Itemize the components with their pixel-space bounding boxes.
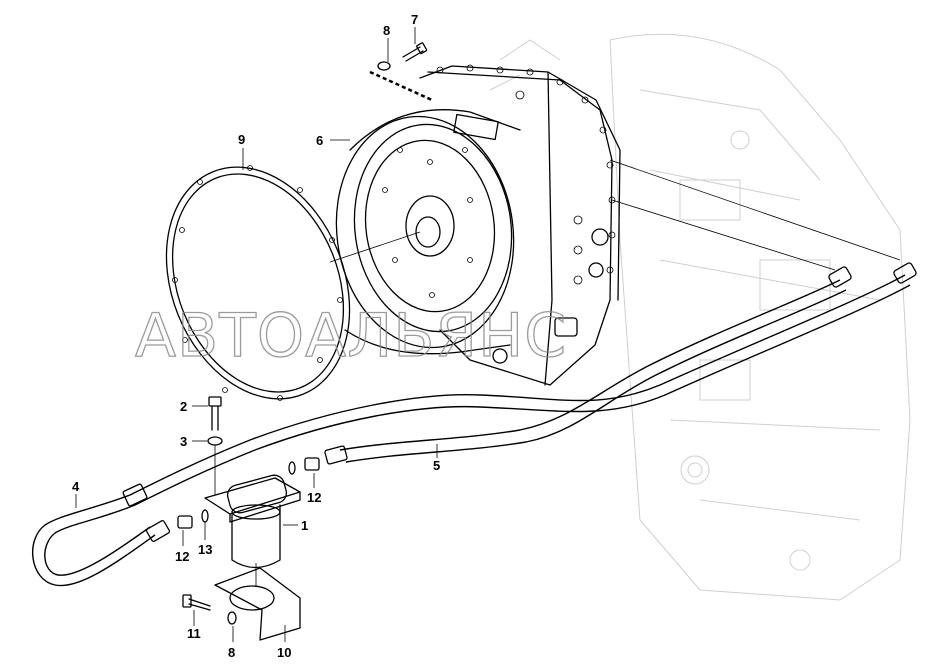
callout-3: 3 <box>180 434 187 449</box>
reference-line <box>611 199 836 271</box>
fitting-left <box>177 509 209 529</box>
fitting-block <box>554 317 578 337</box>
callout-13: 13 <box>198 542 212 557</box>
housing-bolts <box>436 64 616 285</box>
washer-top <box>377 61 391 71</box>
callout-11: 11 <box>187 626 201 641</box>
leader-lines <box>75 27 438 642</box>
hub-center <box>415 216 441 248</box>
callout-10: 10 <box>277 645 291 660</box>
reference-line <box>609 159 901 261</box>
callout-12-left: 12 <box>175 549 189 564</box>
hose-5 <box>324 266 852 465</box>
callout-4: 4 <box>72 479 80 494</box>
bolt-11 <box>182 594 211 611</box>
gasket-center-line <box>329 231 421 263</box>
flywheel-bolts <box>382 147 473 298</box>
callout-1: 1 <box>301 518 308 533</box>
callout-5: 5 <box>433 458 440 473</box>
callout-2: 2 <box>180 399 187 414</box>
hose-4 <box>31 262 917 587</box>
bolt-2 <box>208 396 222 431</box>
flywheel <box>364 139 496 313</box>
gasket <box>165 165 351 401</box>
mounting-bracket <box>214 563 301 641</box>
callout-8: 8 <box>383 23 390 38</box>
callout-6: 6 <box>316 133 323 148</box>
transmission-housing <box>335 64 621 386</box>
fitting-right <box>288 457 320 475</box>
port-plug <box>591 228 609 246</box>
washer-bottom <box>227 611 237 625</box>
callout-9: 9 <box>238 132 245 147</box>
oil-filter-assembly <box>204 474 301 569</box>
washer-3 <box>207 436 223 446</box>
callout-8-bottom: 8 <box>228 645 235 660</box>
watermark-text: АВТОАЛЬЯНС <box>135 301 567 371</box>
callout-12-right: 12 <box>307 490 321 505</box>
bolt-top <box>402 42 428 62</box>
housing-bracket <box>453 113 499 141</box>
callout-7: 7 <box>411 12 418 27</box>
assembly-line <box>369 70 433 102</box>
flywheel-hub <box>405 195 455 257</box>
port-plug <box>588 262 604 278</box>
